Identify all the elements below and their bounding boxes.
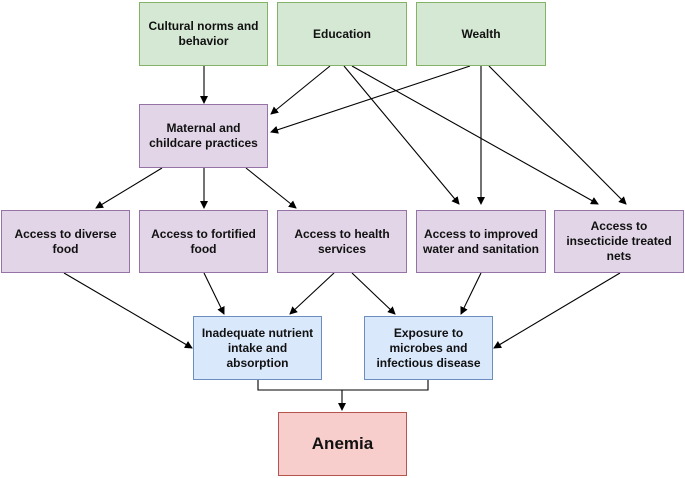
node-education-label: Education bbox=[312, 26, 371, 41]
node-anemia-label: Anemia bbox=[311, 434, 374, 453]
edge-microbes-to-anemia bbox=[342, 380, 429, 391]
node-nutrient-intake: Inadequate nutrient intake and absorptio… bbox=[193, 316, 322, 380]
node-water-sanitation: Access to improved water and sanitation bbox=[416, 210, 546, 273]
edge-health-to-microbes bbox=[351, 272, 396, 315]
node-wealth-label: Wealth bbox=[461, 26, 501, 41]
edge-water-to-microbes bbox=[460, 272, 482, 315]
node-microbes-disease: Exposure to microbes and infectious dise… bbox=[364, 316, 493, 380]
edge-education-to-nets bbox=[351, 65, 599, 205]
edge-education-to-water bbox=[343, 65, 460, 205]
edge-maternal-to-diverse bbox=[95, 167, 163, 209]
node-health-services-label: Access to health services bbox=[294, 226, 390, 256]
node-insecticide-nets: Access to insecticide treated nets bbox=[554, 210, 684, 273]
edge-nets-to-microbes bbox=[493, 272, 621, 349]
node-education: Education bbox=[277, 2, 407, 66]
edge-fortified-to-nutrient bbox=[203, 272, 225, 315]
node-water-sanitation-label: Access to improved water and sanitation bbox=[422, 226, 540, 256]
edge-maternal-to-health bbox=[245, 167, 297, 209]
edge-diverse-to-nutrient bbox=[63, 272, 193, 349]
node-insecticide-nets-label: Access to insecticide treated nets bbox=[566, 219, 672, 263]
node-anemia: Anemia bbox=[278, 412, 407, 476]
node-diverse-food: Access to diverse food bbox=[1, 210, 130, 273]
node-nutrient-intake-label: Inadequate nutrient intake and absorptio… bbox=[201, 325, 314, 370]
node-cultural-norms-label: Cultural norms and behavior bbox=[148, 19, 259, 48]
node-fortified-food: Access to fortified food bbox=[139, 210, 268, 273]
node-maternal-childcare-label: Maternal and childcare practices bbox=[149, 121, 258, 150]
edge-wealth-to-nets bbox=[488, 65, 627, 205]
node-diverse-food-label: Access to diverse food bbox=[14, 226, 117, 256]
node-microbes-disease-label: Exposure to microbes and infectious dise… bbox=[376, 325, 481, 370]
node-wealth: Wealth bbox=[416, 2, 546, 66]
node-maternal-childcare: Maternal and childcare practices bbox=[139, 104, 268, 168]
edge-health-to-nutrient bbox=[289, 272, 335, 315]
node-health-services: Access to health services bbox=[277, 210, 407, 273]
edge-education-to-maternal bbox=[270, 65, 331, 115]
edge-wealth-to-maternal bbox=[270, 65, 471, 134]
node-fortified-food-label: Access to fortified food bbox=[151, 226, 256, 256]
edge-nutrient-to-anemia bbox=[257, 380, 346, 411]
node-cultural-norms: Cultural norms and behavior bbox=[139, 2, 268, 66]
